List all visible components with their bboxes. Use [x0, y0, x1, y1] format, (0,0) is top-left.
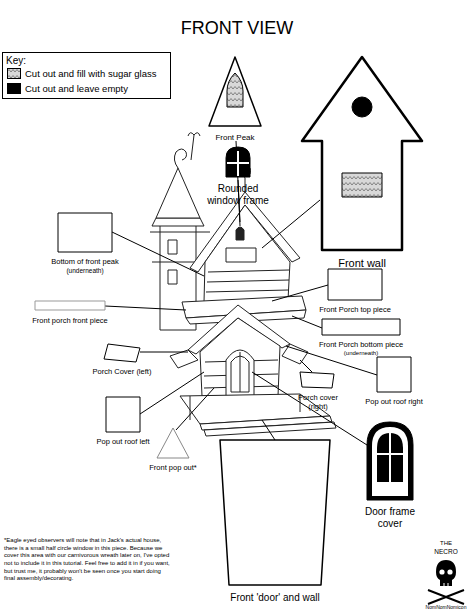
piece-label: Bottom of front peak — [42, 258, 128, 267]
piece-outline — [42, 212, 128, 254]
template-piece: Front porch front piece — [18, 300, 122, 326]
piece-outline — [215, 438, 335, 588]
page-title: FRONT VIEW — [0, 18, 474, 40]
logo-text: THE — [426, 540, 466, 547]
piece-label: Front wall — [300, 257, 424, 270]
piece-outline — [300, 55, 424, 253]
piece-outline — [92, 342, 152, 364]
piece-label: Pop out roof left — [86, 438, 160, 447]
template-piece: Rounded window frame — [203, 146, 273, 206]
logo-text: NECRO — [426, 548, 466, 556]
piece-outline — [140, 427, 206, 460]
key-heading: Key: — [6, 55, 66, 67]
piece-label: Front Porch top piece — [305, 306, 405, 315]
legend-text: Cut out and fill with sugar glass — [25, 68, 156, 79]
piece-label: (underneath) — [42, 267, 128, 274]
piece-label: Door frame cover — [352, 506, 428, 529]
piece-label: Front porch front piece — [18, 317, 122, 326]
piece-outline — [352, 420, 428, 502]
piece-outline — [86, 396, 160, 434]
piece-outline — [306, 318, 416, 337]
piece-label: Front Porch bottom piece — [306, 341, 416, 350]
template-piece: Front pop out* — [140, 427, 206, 473]
logo-skull — [428, 560, 464, 604]
template-piece: Pop out roof left — [86, 396, 160, 447]
piece-label: (underneath) — [306, 350, 416, 357]
piece-label: Front 'door' and wall — [215, 592, 335, 604]
logo-text: NomNomNomicon — [416, 604, 474, 610]
template-piece: Front Peak — [205, 55, 265, 142]
piece-outline — [356, 356, 432, 394]
template-piece: Pop out roof right — [356, 356, 432, 407]
piece-label: Pop out roof right — [356, 398, 432, 407]
piece-outline — [18, 300, 122, 313]
legend-swatch — [7, 83, 21, 94]
piece-outline — [288, 370, 348, 390]
piece-outline — [205, 55, 265, 129]
template-piece: Door frame cover — [352, 420, 428, 529]
legend-text: Cut out and leave empty — [25, 83, 128, 94]
piece-label: Porch cover (right) — [288, 394, 348, 411]
template-piece: Front 'door' and wall — [215, 438, 335, 604]
footnote: *Eagle eyed observers will note that in … — [4, 537, 172, 583]
piece-outline — [305, 268, 405, 302]
piece-outline — [203, 146, 273, 179]
piece-label: Front pop out* — [140, 464, 206, 473]
template-piece: Front Porch top piece — [305, 268, 405, 315]
piece-label: Porch Cover (left) — [92, 368, 152, 377]
key-box — [3, 53, 171, 99]
template-piece: Front wall — [300, 55, 424, 270]
legend-swatch — [7, 68, 21, 79]
template-piece: Bottom of front peak(underneath) — [42, 212, 128, 274]
house-drawing — [150, 133, 336, 436]
template-piece: Front Porch bottom piece(underneath) — [306, 318, 416, 357]
piece-label: Front Peak — [205, 133, 265, 142]
piece-label: Rounded window frame — [203, 183, 273, 206]
template-piece: Porch cover (right) — [288, 370, 348, 411]
template-piece: Porch Cover (left) — [92, 342, 152, 377]
